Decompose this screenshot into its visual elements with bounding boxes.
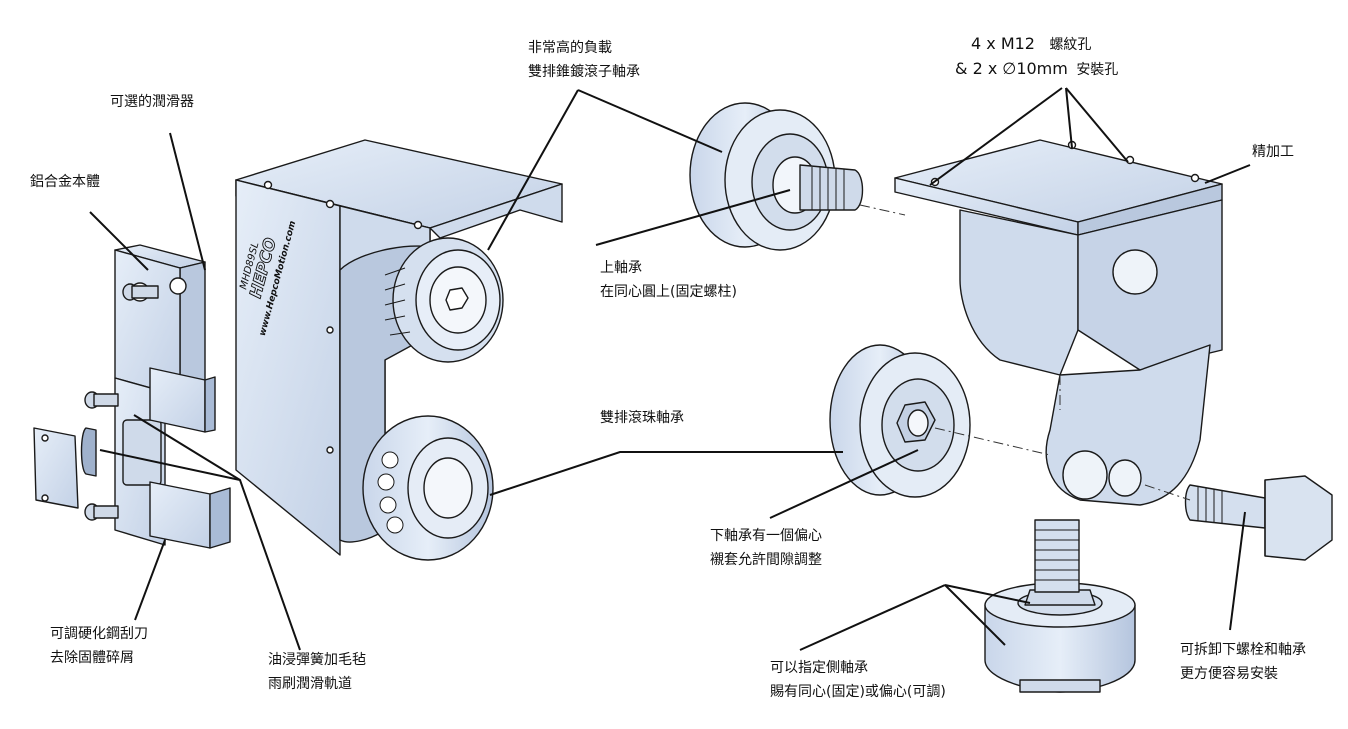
- label-side-bearing-line2: 賜有同心(固定)或偏心(可調): [770, 684, 946, 700]
- label-lubricator-line1: 可選的潤滑器: [110, 94, 194, 110]
- label-felt-line1: 油浸彈簧加毛毡: [268, 652, 366, 668]
- label-holes-10mm: & 2 x ∅10mm: [955, 59, 1068, 78]
- label-side-bearing: 可以指定側軸承 賜有同心(固定)或偏心(可調): [770, 656, 946, 704]
- label-removable-line1: 可拆卸下螺栓和軸承: [1180, 642, 1306, 658]
- removable-bolt: [1184, 475, 1333, 561]
- label-ball-bearing-line1: 雙排滾珠軸承: [600, 410, 684, 426]
- screws-left: [84, 283, 159, 521]
- leader-lines: [89, 87, 1251, 651]
- label-top-bearing-line2: 雙排錐鍍滾子軸承: [528, 64, 640, 80]
- hardened-steel-wiper: [149, 367, 231, 549]
- label-upper-bearing-line2: 在同心圓上(固定螺柱): [600, 284, 737, 300]
- label-lower-bearing-line2: 襯套允許間隙調整: [710, 552, 822, 568]
- label-ball-bearing: 雙排滾珠軸承: [600, 406, 684, 430]
- felt-wiper-clip: [33, 427, 97, 509]
- label-lower-bearing: 下軸承有一個偏心 襯套允許間隙調整: [710, 524, 822, 572]
- label-wiper: 可調硬化鋼刮刀 去除固體碎屑: [50, 622, 148, 670]
- label-top-bearing: 非常高的負載 雙排錐鍍滾子軸承: [528, 36, 640, 84]
- label-side-bearing-line1: 可以指定側軸承: [770, 660, 868, 676]
- label-removable-line2: 更方便容易安裝: [1180, 666, 1278, 682]
- exploded-body: [894, 139, 1223, 506]
- label-upper-bearing: 上軸承 在同心圓上(固定螺柱): [600, 256, 737, 304]
- label-top-bearing-line1: 非常高的負載: [528, 40, 612, 56]
- label-holes-m12-text: 螺紋孔: [1049, 37, 1092, 53]
- label-lower-bearing-line1: 下軸承有一個偏心: [710, 528, 822, 544]
- carriage-lower-bearing: [362, 415, 494, 561]
- label-upper-bearing-line1: 上軸承: [600, 260, 642, 276]
- label-holes: 4 x M12 螺紋孔 & 2 x ∅10mm 安裝孔: [955, 32, 1118, 82]
- side-bearing: [984, 519, 1136, 693]
- label-wiper-line1: 可調硬化鋼刮刀: [50, 626, 148, 642]
- label-alloy-body: 鋁合金本體: [30, 170, 100, 194]
- label-felt: 油浸彈簧加毛毡 雨刷潤滑軌道: [268, 648, 366, 696]
- label-holes-m12: 4 x M12: [971, 34, 1035, 53]
- label-felt-line2: 雨刷潤滑軌道: [268, 676, 352, 692]
- label-wiper-line2: 去除固體碎屑: [50, 650, 134, 666]
- lower-bearing-exploded: [829, 344, 971, 498]
- label-holes-10mm-text: 安裝孔: [1076, 62, 1119, 78]
- label-lubricator: 可選的潤滑器: [110, 90, 194, 114]
- upper-bearing-exploded: [689, 102, 864, 251]
- label-alloy-body-line1: 鋁合金本體: [30, 174, 100, 190]
- label-removable: 可拆卸下螺栓和軸承 更方便容易安裝: [1180, 638, 1306, 686]
- carriage-upper-bearing: [384, 237, 504, 363]
- label-precision: 精加工: [1252, 140, 1294, 164]
- label-precision-line1: 精加工: [1252, 144, 1294, 160]
